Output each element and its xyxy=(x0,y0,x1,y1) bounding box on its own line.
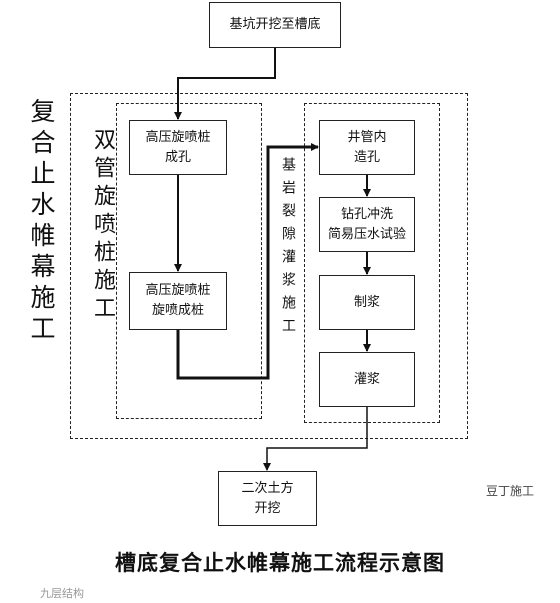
watermark-left: 九层结构 xyxy=(40,587,84,600)
watermark-right: 豆丁施工 xyxy=(486,484,535,498)
outer-dashed-group xyxy=(70,93,468,439)
excavate-to-bottom-box: 基坑开挖至槽底 xyxy=(209,2,341,48)
grouting-box: 灌浆 xyxy=(319,352,415,407)
double-pipe-dashed-group xyxy=(116,103,262,419)
arrow-top-to-drilling xyxy=(174,48,276,120)
bedrock-label: 基岩裂隙灌浆施工 xyxy=(280,157,296,341)
double-pipe-label: 双管旋喷桩施工 xyxy=(90,128,115,324)
arrow-forming-to-pipe-drilling xyxy=(176,143,319,380)
second-excavation-box: 二次土方 开挖 xyxy=(218,471,317,526)
outer-label: 复合止水帷幕施工 xyxy=(27,98,56,346)
arrow-grout-to-excavation xyxy=(263,407,368,471)
jet-pile-drilling-box: 高压旋喷桩 成孔 xyxy=(129,120,227,175)
slurry-mixing-box: 制浆 xyxy=(319,275,415,330)
pipe-drilling-box: 井管内 造孔 xyxy=(319,120,415,175)
diagram-caption: 槽底复合止水帷幕施工流程示意图 xyxy=(115,551,445,575)
jet-pile-forming-box: 高压旋喷桩 旋喷成桩 xyxy=(129,272,227,330)
bedrock-dashed-group xyxy=(304,103,440,423)
flush-water-test-box: 钻孔冲洗 简易压水试验 xyxy=(319,197,415,252)
